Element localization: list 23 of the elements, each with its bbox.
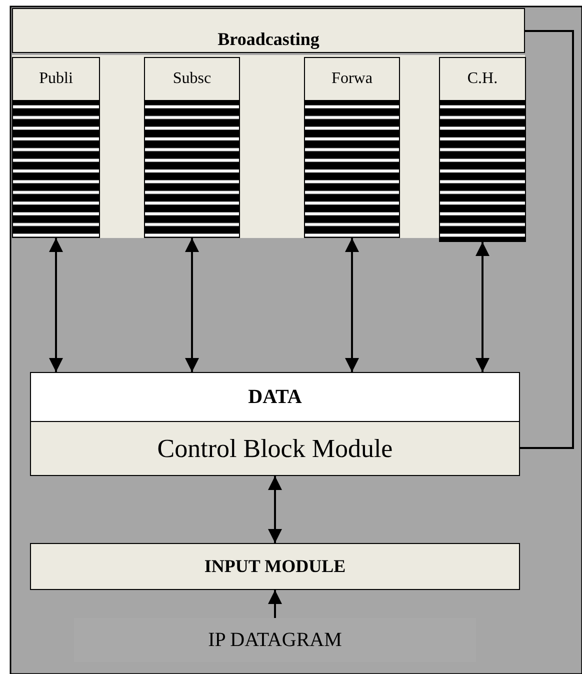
module-box — [12, 8, 525, 53]
section-heading: DATA — [248, 386, 302, 408]
module-box — [30, 372, 520, 476]
column-label: Forwa — [332, 70, 372, 88]
arrow — [268, 590, 282, 618]
column-label: Subsc — [172, 70, 212, 88]
queue-column — [12, 57, 100, 238]
queue-column — [304, 57, 400, 238]
column-label: Publi — [39, 70, 73, 88]
arrow — [185, 238, 199, 372]
arrow — [345, 238, 359, 372]
queue-column — [439, 57, 526, 242]
arrow — [476, 242, 490, 372]
queue-column — [144, 57, 240, 238]
arrow — [49, 238, 63, 372]
connector-line — [520, 30, 574, 449]
module-label: Control Block Module — [157, 434, 393, 464]
module-label: Broadcasting — [218, 29, 320, 50]
module-label: INPUT MODULE — [204, 556, 346, 577]
column-label: C.H. — [467, 70, 498, 88]
module-box — [30, 543, 520, 590]
input-label: IP DATAGRAM — [208, 628, 342, 652]
arrow — [268, 476, 282, 543]
